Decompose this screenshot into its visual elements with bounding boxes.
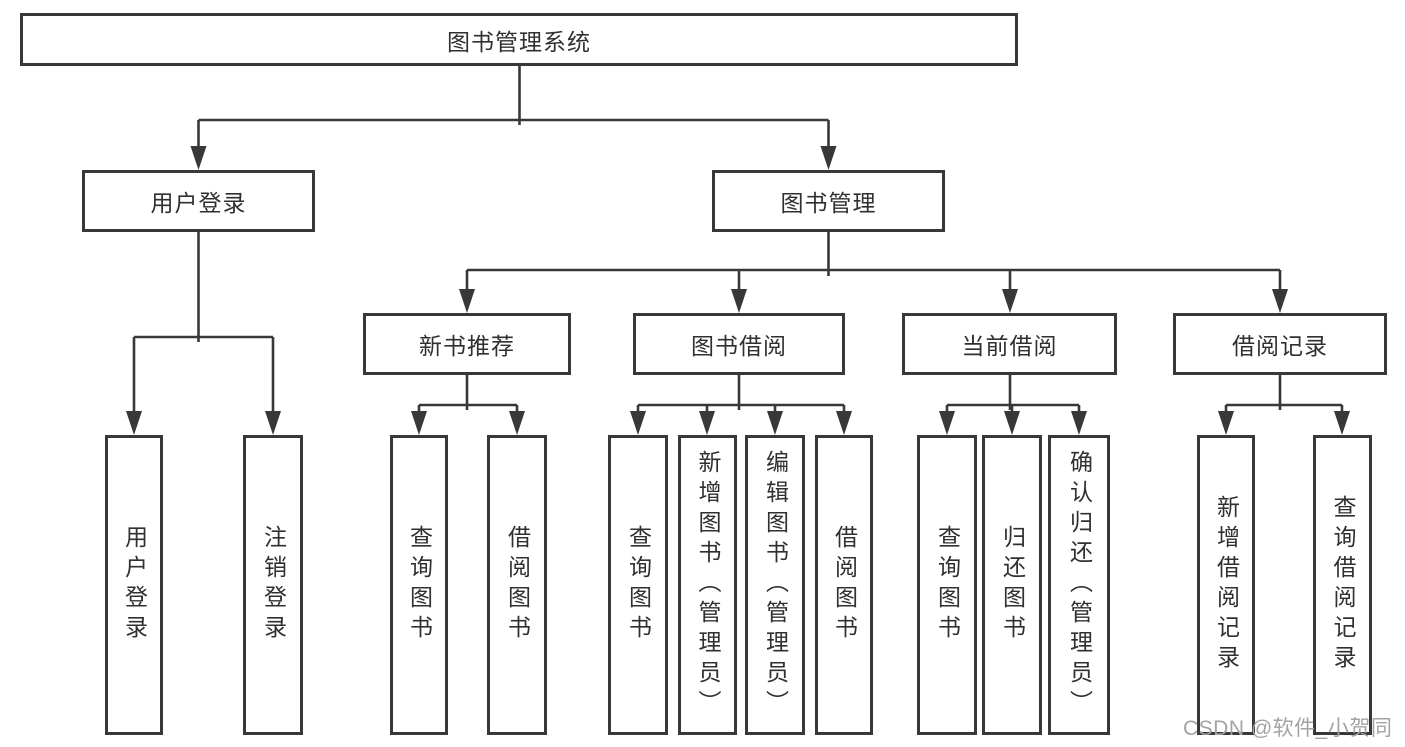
- leaf-add-book-admin: 新增图书（管理员）: [678, 435, 737, 735]
- node-user-login: 用户登录: [82, 170, 315, 232]
- connector-new-book-branch: [411, 375, 525, 435]
- node-borrow-records: 借阅记录: [1173, 313, 1387, 375]
- leaf-return-book: 归还图书: [982, 435, 1042, 735]
- node-new-book-recommend: 新书推荐: [363, 313, 571, 375]
- leaf-logout: 注销登录: [243, 435, 303, 735]
- csdn-watermark: CSDN @软件_小贺同学: [1183, 717, 1393, 740]
- leaf-borrow-book: 借阅图书: [815, 435, 873, 735]
- leaf-borrow-query-book: 查询图书: [608, 435, 668, 735]
- connector-user-login-branch: [126, 232, 281, 435]
- node-current-borrow: 当前借阅: [902, 313, 1117, 375]
- node-root-system: 图书管理系统: [20, 13, 1018, 66]
- leaf-recommend-query-book: 查询图书: [390, 435, 448, 735]
- leaf-user-login: 用户登录: [105, 435, 163, 735]
- leaf-edit-book-admin: 编辑图书（管理员）: [745, 435, 805, 735]
- connector-root-to-level2: [190, 65, 837, 170]
- connector-current-borrow-branch: [939, 375, 1087, 435]
- leaf-query-borrow-record: 查询借阅记录: [1313, 435, 1372, 735]
- connector-borrow-record-branch: [1218, 375, 1350, 435]
- connector-book-mgmt-to-level3: [459, 232, 1288, 313]
- connector-book-borrow-branch: [630, 375, 852, 435]
- leaf-recommend-borrow-book: 借阅图书: [487, 435, 547, 735]
- node-book-borrow: 图书借阅: [633, 313, 845, 375]
- leaf-add-borrow-record: 新增借阅记录: [1197, 435, 1255, 735]
- leaf-confirm-return-admin: 确认归还（管理员）: [1048, 435, 1110, 735]
- node-book-management: 图书管理: [712, 170, 945, 232]
- leaf-current-query-book: 查询图书: [917, 435, 977, 735]
